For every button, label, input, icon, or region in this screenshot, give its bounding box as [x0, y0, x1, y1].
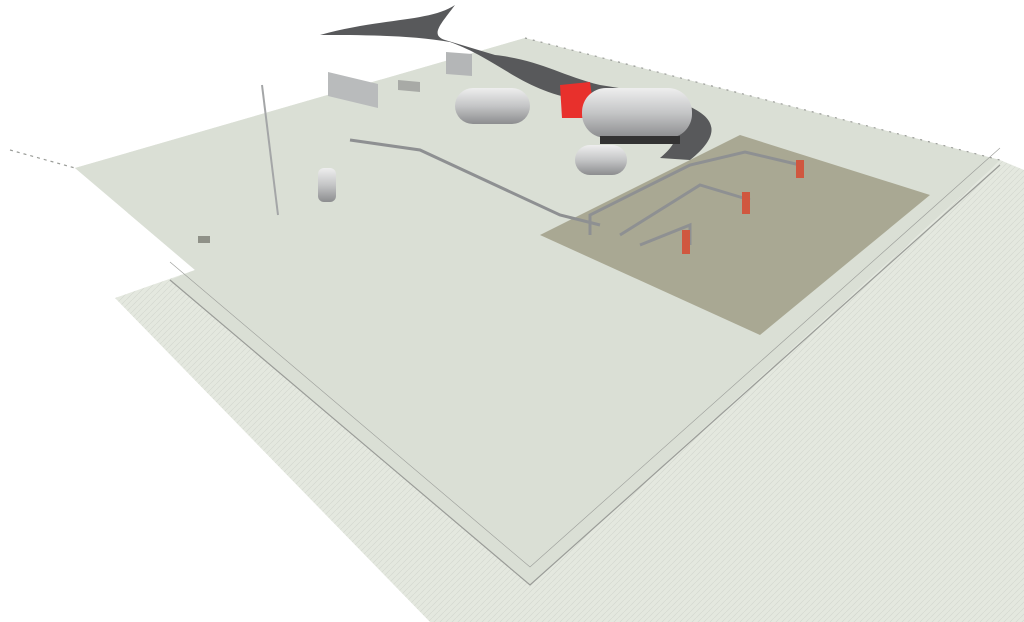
flare-stack	[261, 84, 279, 216]
gravel-wellpad	[540, 135, 930, 335]
fence	[9, 37, 1001, 586]
small-equipment-box	[198, 236, 210, 243]
buildings	[328, 52, 472, 108]
wellheads	[682, 160, 804, 254]
storage-tanks	[318, 88, 627, 202]
tanker-truck	[560, 82, 692, 144]
